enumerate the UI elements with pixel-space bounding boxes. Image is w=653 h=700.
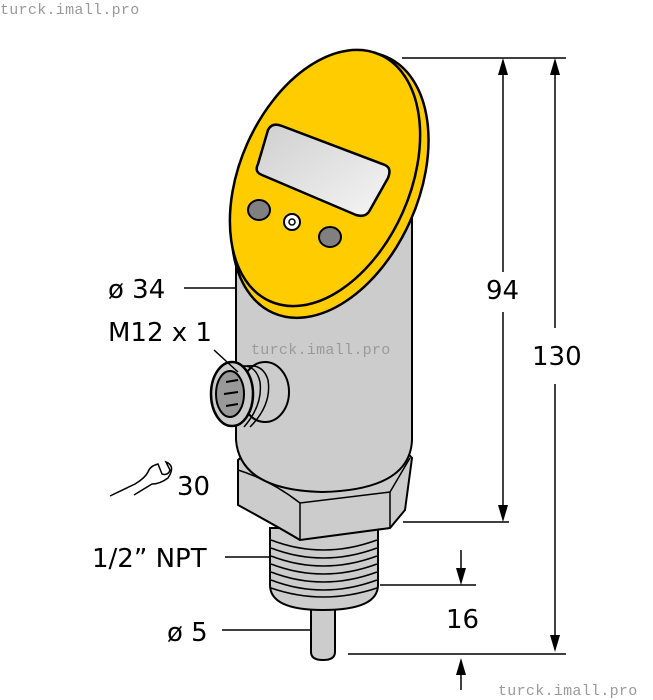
display-head — [228, 48, 430, 320]
lcd-display — [255, 123, 391, 218]
wrench-icon — [109, 460, 173, 497]
probe — [310, 604, 336, 662]
dim-total-height: 130 — [532, 342, 582, 372]
m12-connector — [209, 360, 290, 428]
dim-probe-length: 16 — [446, 605, 480, 635]
led-indicator — [283, 213, 301, 231]
dim-body-height: 94 — [486, 276, 520, 306]
label-probe-diameter: ø 5 — [167, 618, 208, 648]
watermark-bottom-right: turck.imall.pro — [498, 683, 638, 700]
leader-lines — [184, 287, 311, 631]
label-connector: M12 x 1 — [108, 318, 212, 348]
dimension-lines — [348, 57, 566, 690]
label-wrench-size: 30 — [177, 472, 211, 502]
npt-thread — [269, 527, 379, 612]
watermark-center: turck.imall.pro — [251, 342, 391, 359]
watermark-top-left: turck.imall.pro — [0, 2, 140, 19]
label-thread: 1/2” NPT — [92, 544, 207, 574]
label-body-diameter: ø 34 — [108, 275, 166, 305]
button-right — [318, 226, 342, 248]
button-left — [247, 199, 271, 221]
